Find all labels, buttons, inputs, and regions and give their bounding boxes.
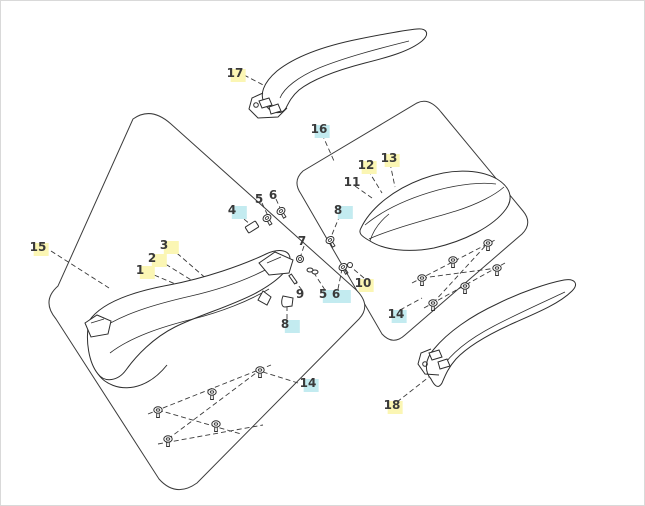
label-highlight [387, 401, 403, 414]
label-highlight [358, 279, 374, 292]
part-label-9[interactable]: 9 [296, 288, 304, 300]
label-number: 16 [310, 122, 328, 136]
label-number: 8 [333, 203, 343, 217]
label-number: 14 [387, 307, 405, 321]
grab-rail-bottom-drawing [417, 279, 576, 387]
label-highlight [337, 206, 353, 219]
label-highlight [163, 241, 179, 254]
part-label-3[interactable]: 3 [159, 238, 179, 254]
label-number: 5 [254, 192, 264, 206]
part-label-7[interactable]: 7 [298, 235, 306, 247]
part-label-14[interactable]: 14 [299, 376, 319, 392]
label-number: 1 [135, 263, 145, 277]
label-highlight [231, 206, 247, 219]
label-highlight [322, 290, 338, 303]
label-highlight [33, 243, 49, 256]
hardware-cluster [244, 205, 353, 308]
label-number: 11 [343, 175, 361, 189]
label-highlight [361, 161, 377, 174]
label-highlight [314, 125, 330, 138]
label-highlight [335, 290, 351, 303]
part-label-6[interactable]: 6 [331, 287, 351, 303]
label-highlight [284, 320, 300, 333]
label-number: 2 [147, 251, 157, 265]
part-label-5[interactable]: 5 [318, 287, 338, 303]
label-number: 7 [297, 234, 307, 248]
label-number: 3 [159, 238, 169, 252]
part-label-6[interactable]: 6 [269, 189, 277, 201]
label-number: 13 [380, 151, 398, 165]
label-highlight [384, 154, 400, 167]
part-label-8[interactable]: 8 [333, 203, 353, 219]
part-label-12[interactable]: 12 [357, 158, 377, 174]
grab-rail-top-drawing [248, 28, 428, 119]
label-number: 4 [227, 203, 237, 217]
label-number: 12 [357, 158, 375, 172]
part-label-16[interactable]: 16 [310, 122, 330, 138]
label-highlight [391, 310, 407, 323]
passenger-seat-drawing [359, 170, 511, 251]
label-number: 10 [354, 276, 372, 290]
part-label-13[interactable]: 13 [380, 151, 400, 167]
label-number: 18 [383, 398, 401, 412]
label-number: 5 [318, 287, 328, 301]
label-highlight [151, 254, 167, 267]
part-label-8[interactable]: 8 [280, 317, 300, 333]
part-label-14[interactable]: 14 [387, 307, 407, 323]
label-number: 17 [226, 66, 244, 80]
part-label-15[interactable]: 15 [29, 240, 49, 256]
part-label-17[interactable]: 17 [226, 66, 246, 82]
label-highlight [303, 379, 319, 392]
label-highlight [139, 266, 155, 279]
label-number: 15 [29, 240, 47, 254]
label-number: 9 [295, 287, 305, 301]
part-label-18[interactable]: 18 [383, 398, 403, 414]
label-highlight [230, 69, 246, 82]
label-number: 8 [280, 317, 290, 331]
part-label-5[interactable]: 5 [255, 193, 263, 205]
label-number: 6 [268, 188, 278, 202]
label-number: 6 [331, 287, 341, 301]
part-label-10[interactable]: 10 [354, 276, 374, 292]
label-number: 14 [299, 376, 317, 390]
part-label-4[interactable]: 4 [227, 203, 247, 219]
part-label-11[interactable]: 11 [344, 176, 361, 188]
driver-seat-drawing [84, 250, 291, 389]
part-label-1[interactable]: 1 [135, 263, 155, 279]
part-label-2[interactable]: 2 [147, 251, 167, 267]
